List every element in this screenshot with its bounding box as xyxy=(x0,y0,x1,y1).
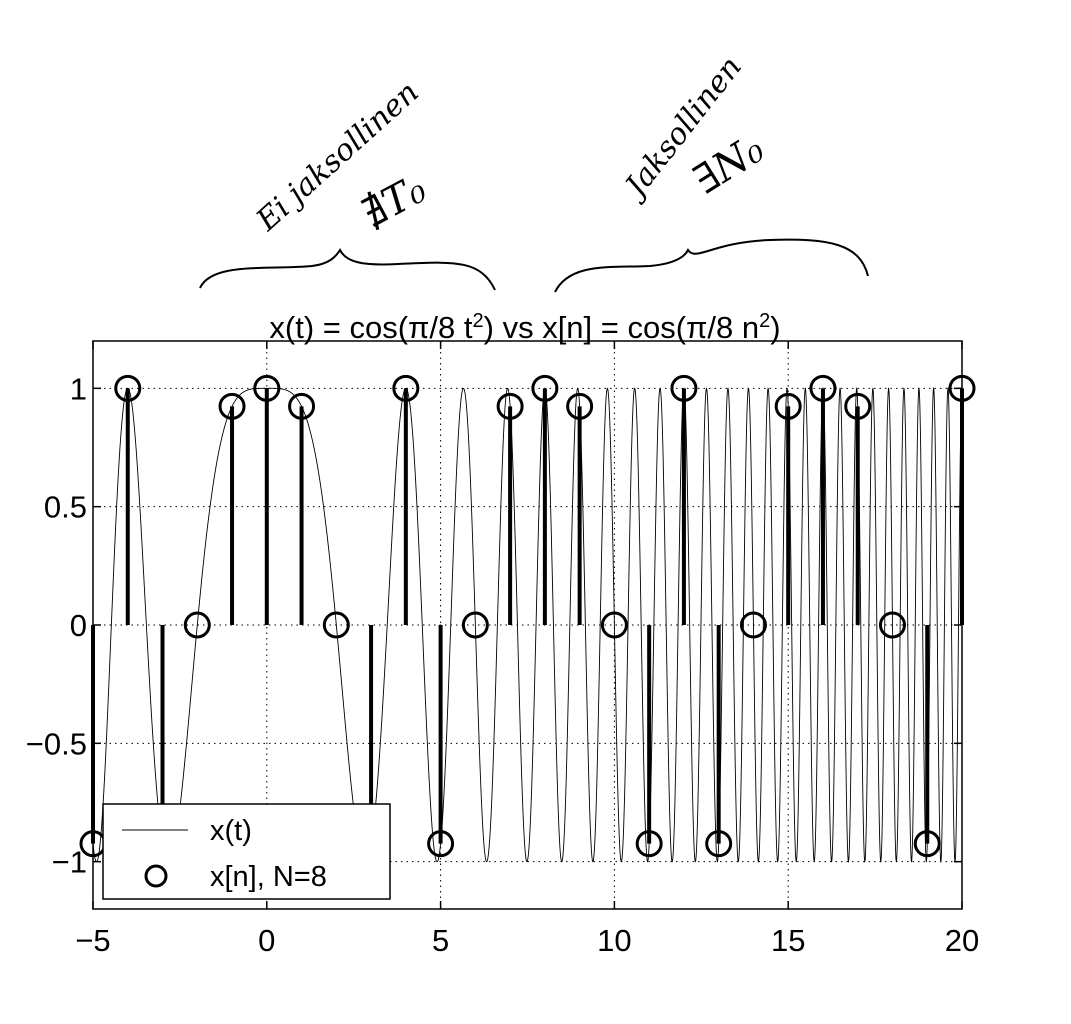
x-tick-label: 15 xyxy=(771,923,805,958)
x-tick-label: 20 xyxy=(945,923,979,958)
right-brace xyxy=(554,238,869,293)
legend: x(t) x[n], N=8 xyxy=(102,803,391,900)
left-brace xyxy=(199,247,496,291)
xn-marker xyxy=(566,392,594,420)
xn-marker xyxy=(705,830,733,858)
xn-marker xyxy=(322,611,350,639)
chart-title: x(t) = cos(π/8 t2) vs x[n] = cos(π/8 n2) xyxy=(269,310,780,345)
xn-marker xyxy=(878,611,906,639)
xn-marker xyxy=(461,611,489,639)
xn-marker xyxy=(183,611,211,639)
x-tick-label: 10 xyxy=(597,923,631,958)
x-tick-label: 0 xyxy=(258,923,275,958)
legend-label-xn: x[n], N=8 xyxy=(210,861,327,893)
y-tick-label: 0 xyxy=(70,608,87,643)
xn-marker xyxy=(913,830,941,858)
legend-label-xt: x(t) xyxy=(210,815,252,847)
xn-marker xyxy=(427,830,455,858)
y-tick-label: 0.5 xyxy=(44,490,87,525)
y-tick-label: −1 xyxy=(52,845,87,880)
xn-marker xyxy=(844,392,872,420)
xn-marker xyxy=(114,374,142,402)
annotation-left-symbol: ∄T₀ xyxy=(355,166,433,237)
xn-marker xyxy=(809,374,837,402)
y-tick-label: 1 xyxy=(70,371,87,406)
xn-marker xyxy=(600,611,628,639)
xn-marker xyxy=(531,374,559,402)
axis-ticks: −5 0 5 10 15 20 1 0.5 0 −0.5 −1 xyxy=(26,341,979,958)
xn-marker xyxy=(253,374,281,402)
y-tick-label: −0.5 xyxy=(26,726,87,761)
x-tick-label: −5 xyxy=(75,923,110,958)
annotation-right-symbol: ∃N₀ xyxy=(686,126,772,204)
x-tick-label: 5 xyxy=(432,923,449,958)
xn-marker xyxy=(392,374,420,402)
handwritten-annotations: Ei jaksollinen ∄T₀ Jaksollinen ∃N₀ xyxy=(199,50,869,293)
xn-marker xyxy=(218,392,246,420)
legend-marker-xn xyxy=(144,864,168,888)
series-xn-stems xyxy=(79,374,976,858)
xn-marker xyxy=(774,392,802,420)
xn-marker xyxy=(496,392,524,420)
xn-marker xyxy=(635,830,663,858)
xn-marker xyxy=(670,374,698,402)
xn-marker xyxy=(288,392,316,420)
xn-marker xyxy=(739,611,767,639)
